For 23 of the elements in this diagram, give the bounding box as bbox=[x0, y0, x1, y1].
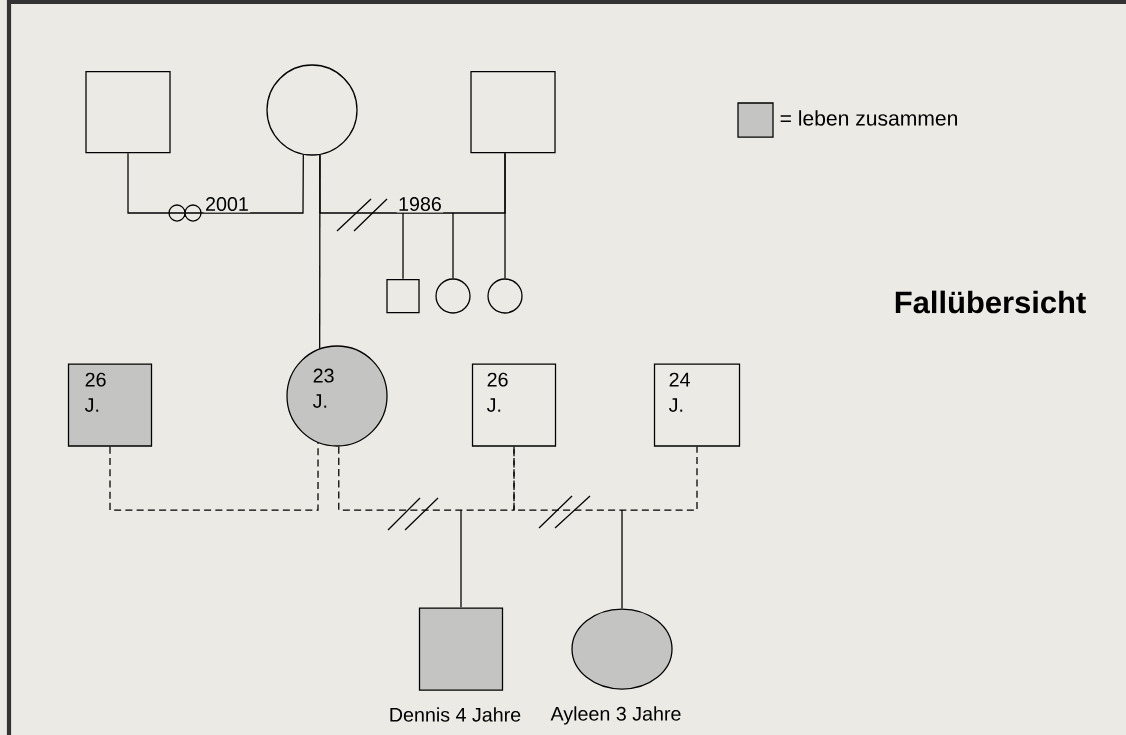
legend-text: = leben zusammen bbox=[780, 110, 957, 126]
family-line bbox=[127, 152, 304, 214]
person-square: 24 J. bbox=[653, 363, 741, 447]
caption-text: Ayleen 3 Jahre bbox=[550, 706, 681, 725]
caption-text: Dennis 4 Jahre bbox=[390, 707, 521, 722]
family-line bbox=[402, 212, 404, 280]
person-square bbox=[470, 70, 556, 154]
person-circle bbox=[487, 278, 523, 314]
person-square bbox=[85, 70, 171, 154]
relationship-line bbox=[338, 445, 515, 511]
person-square: 26 J. bbox=[471, 363, 557, 447]
family-line bbox=[319, 154, 321, 350]
family-line bbox=[460, 509, 462, 608]
person-circle bbox=[435, 278, 471, 314]
relationship-line bbox=[109, 442, 319, 511]
relationship-line bbox=[513, 446, 698, 511]
family-line bbox=[452, 212, 454, 279]
person-square: 26 J. bbox=[67, 363, 153, 447]
family-line bbox=[504, 152, 506, 279]
person-square bbox=[386, 278, 420, 314]
family-line bbox=[621, 509, 623, 609]
title: Fallübersicht bbox=[895, 290, 1086, 314]
person-circle bbox=[266, 64, 358, 156]
